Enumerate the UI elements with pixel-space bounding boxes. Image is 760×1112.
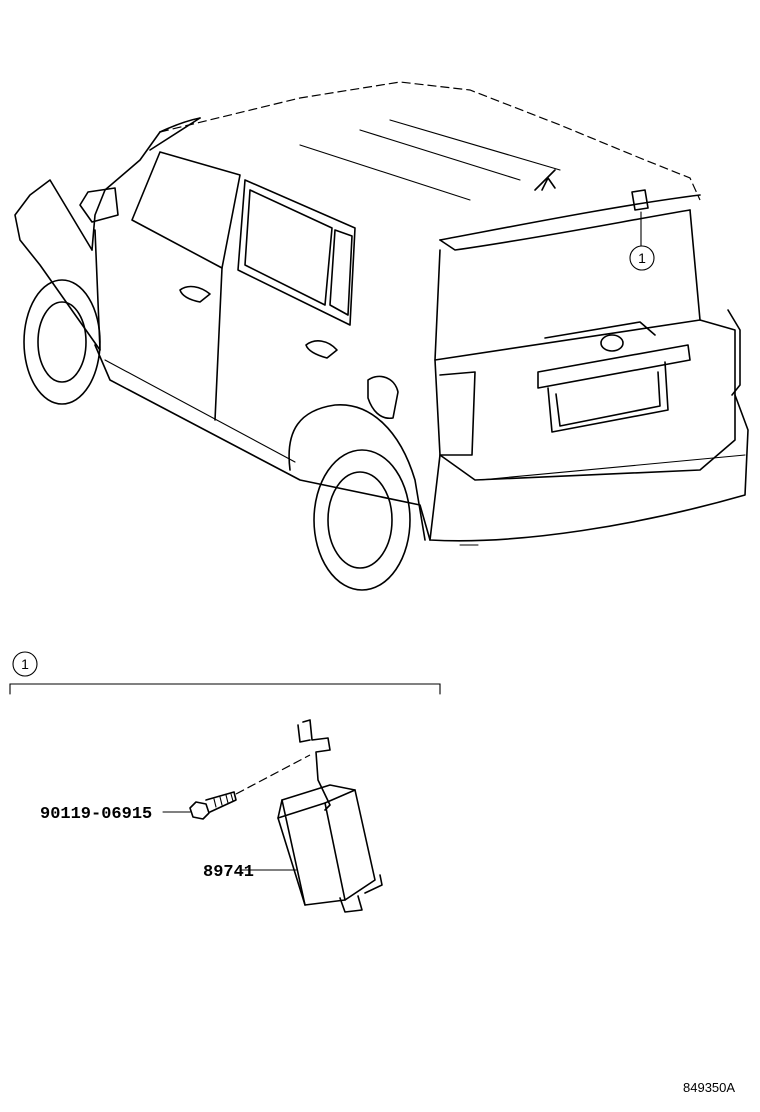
- figure-code: 849350A: [683, 1080, 735, 1095]
- detail-section: 1 90119-06915 89741: [9, 651, 441, 913]
- vehicle-illustration: 1: [14, 81, 749, 591]
- control-unit-part-number: 89741: [203, 863, 254, 882]
- rear-wheel-icon: [313, 449, 411, 591]
- control-unit-icon: [277, 784, 383, 913]
- detail-bracket: [9, 683, 441, 695]
- vehicle-callout-number: 1: [638, 250, 646, 266]
- bolt-part-number: 90119-06915: [40, 805, 152, 824]
- vehicle-callout-circle: [629, 245, 655, 271]
- detail-callout-number: 1: [21, 656, 29, 672]
- detail-callout-circle: [12, 651, 38, 677]
- front-wheel-icon: [23, 279, 101, 405]
- bolt-icon: [189, 791, 237, 820]
